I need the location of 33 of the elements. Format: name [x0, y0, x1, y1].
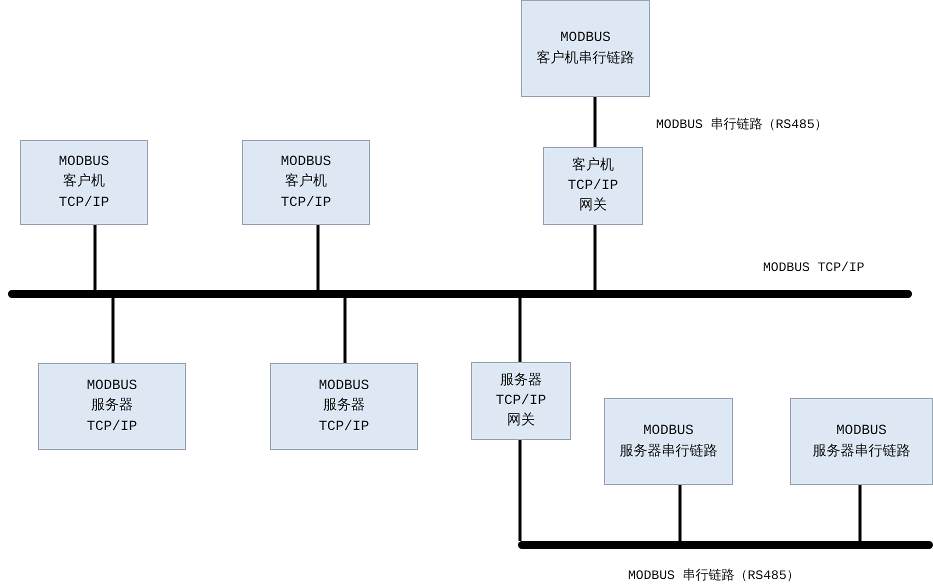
- connector-line: [858, 485, 862, 541]
- device-box: [604, 398, 733, 485]
- device-label: 客户机 TCP/IP 网关: [566, 156, 620, 216]
- bus-line: [8, 290, 912, 298]
- connector-line: [112, 298, 114, 363]
- device-box: [20, 140, 148, 225]
- device-box: [270, 363, 418, 450]
- connector-line: [594, 225, 596, 290]
- connector-line: [678, 485, 682, 541]
- network-label: MODBUS TCP/IP: [763, 260, 864, 275]
- device-box: [242, 140, 370, 225]
- device-box: [543, 147, 643, 225]
- device-box: [471, 362, 571, 440]
- network-label: MODBUS 串行链路（RS485）: [628, 567, 800, 584]
- device-box: [521, 0, 650, 97]
- device-box: [790, 398, 933, 485]
- connector-line: [316, 225, 320, 290]
- device-label: MODBUS 客户机串行链路: [536, 29, 636, 68]
- device-label: 服务器 TCP/IP 网关: [494, 372, 548, 432]
- device-label: MODBUS 服务器 TCP/IP: [86, 377, 138, 437]
- device-label: MODBUS 服务器串行链路: [618, 422, 718, 462]
- device-label: MODBUS 客户机 TCP/IP: [280, 153, 332, 213]
- connector-line: [594, 97, 596, 147]
- bus-line: [518, 541, 933, 549]
- device-label: MODBUS 客户机 TCP/IP: [58, 153, 110, 213]
- connector-line: [518, 298, 522, 362]
- device-label: MODBUS 服务器串行链路: [812, 422, 912, 462]
- device-box: [38, 363, 186, 450]
- network-label: MODBUS 串行链路（RS485）: [656, 116, 828, 133]
- connector-line: [344, 298, 346, 363]
- device-label: MODBUS 服务器 TCP/IP: [318, 377, 370, 437]
- connector-line: [518, 440, 522, 541]
- connector-line: [94, 225, 96, 290]
